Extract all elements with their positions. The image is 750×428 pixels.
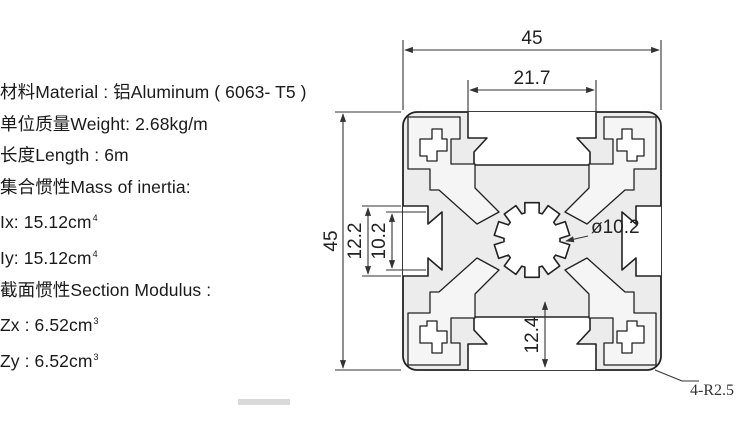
ix-value: Ix: 15.12cm xyxy=(0,212,92,233)
bore-label: ø10.2 xyxy=(591,217,640,238)
height-label: 45 xyxy=(321,230,342,251)
slot-outer-label: 12.2 xyxy=(345,223,366,260)
lower-depth-label: 12.4 xyxy=(522,316,543,353)
slot-right xyxy=(621,205,661,277)
inertia-heading: 集合惯性Mass of inertia: xyxy=(0,176,191,197)
dimension-labels: 45 21.7 45 12.2 10.2 ø10.2 12.4 4-R2.5 xyxy=(321,28,734,399)
slot-inner-label: 10.2 xyxy=(369,223,390,260)
length-spec: 长度Length : 6m xyxy=(0,145,129,166)
ix-spec: Ix: 15.12cm4 xyxy=(0,203,307,239)
zy-value: Zy : 6.52cm xyxy=(0,350,93,371)
scroll-indicator xyxy=(238,399,290,405)
material-spec: 材料Material : 铝Aluminum ( 6063- T5 ) xyxy=(0,82,307,102)
iy-spec: Iy: 15.12cm4 xyxy=(0,239,307,275)
width-label: 45 xyxy=(521,28,542,49)
zx-exponent: 3 xyxy=(93,316,99,327)
slot-top xyxy=(467,112,597,166)
radius-leader xyxy=(654,369,699,382)
iy-exponent: 4 xyxy=(92,248,98,259)
slot-bottom xyxy=(467,316,597,370)
center-bore xyxy=(493,201,571,279)
dimension-lines xyxy=(335,40,699,382)
aluminum-profile xyxy=(402,111,662,371)
zy-exponent: 3 xyxy=(93,351,99,362)
spec-list: 材料Material : 铝Aluminum ( 6063- T5 ) 单位质量… xyxy=(0,77,307,377)
modulus-heading: 截面惯性Section Modulus : xyxy=(0,279,212,300)
bore-leader xyxy=(565,235,589,243)
slot-left xyxy=(403,205,443,277)
iy-value: Iy: 15.12cm xyxy=(0,247,92,268)
ix-exponent: 4 xyxy=(92,213,98,224)
zy-spec: Zy : 6.52cm3 xyxy=(0,342,307,378)
zx-value: Zx : 6.52cm xyxy=(0,315,93,336)
weight-spec: 单位质量Weight: 2.68kg/m xyxy=(0,113,208,134)
zx-spec: Zx : 6.52cm3 xyxy=(0,306,307,342)
slot-span-label: 21.7 xyxy=(514,68,551,89)
radius-label: 4-R2.5 xyxy=(690,382,734,399)
